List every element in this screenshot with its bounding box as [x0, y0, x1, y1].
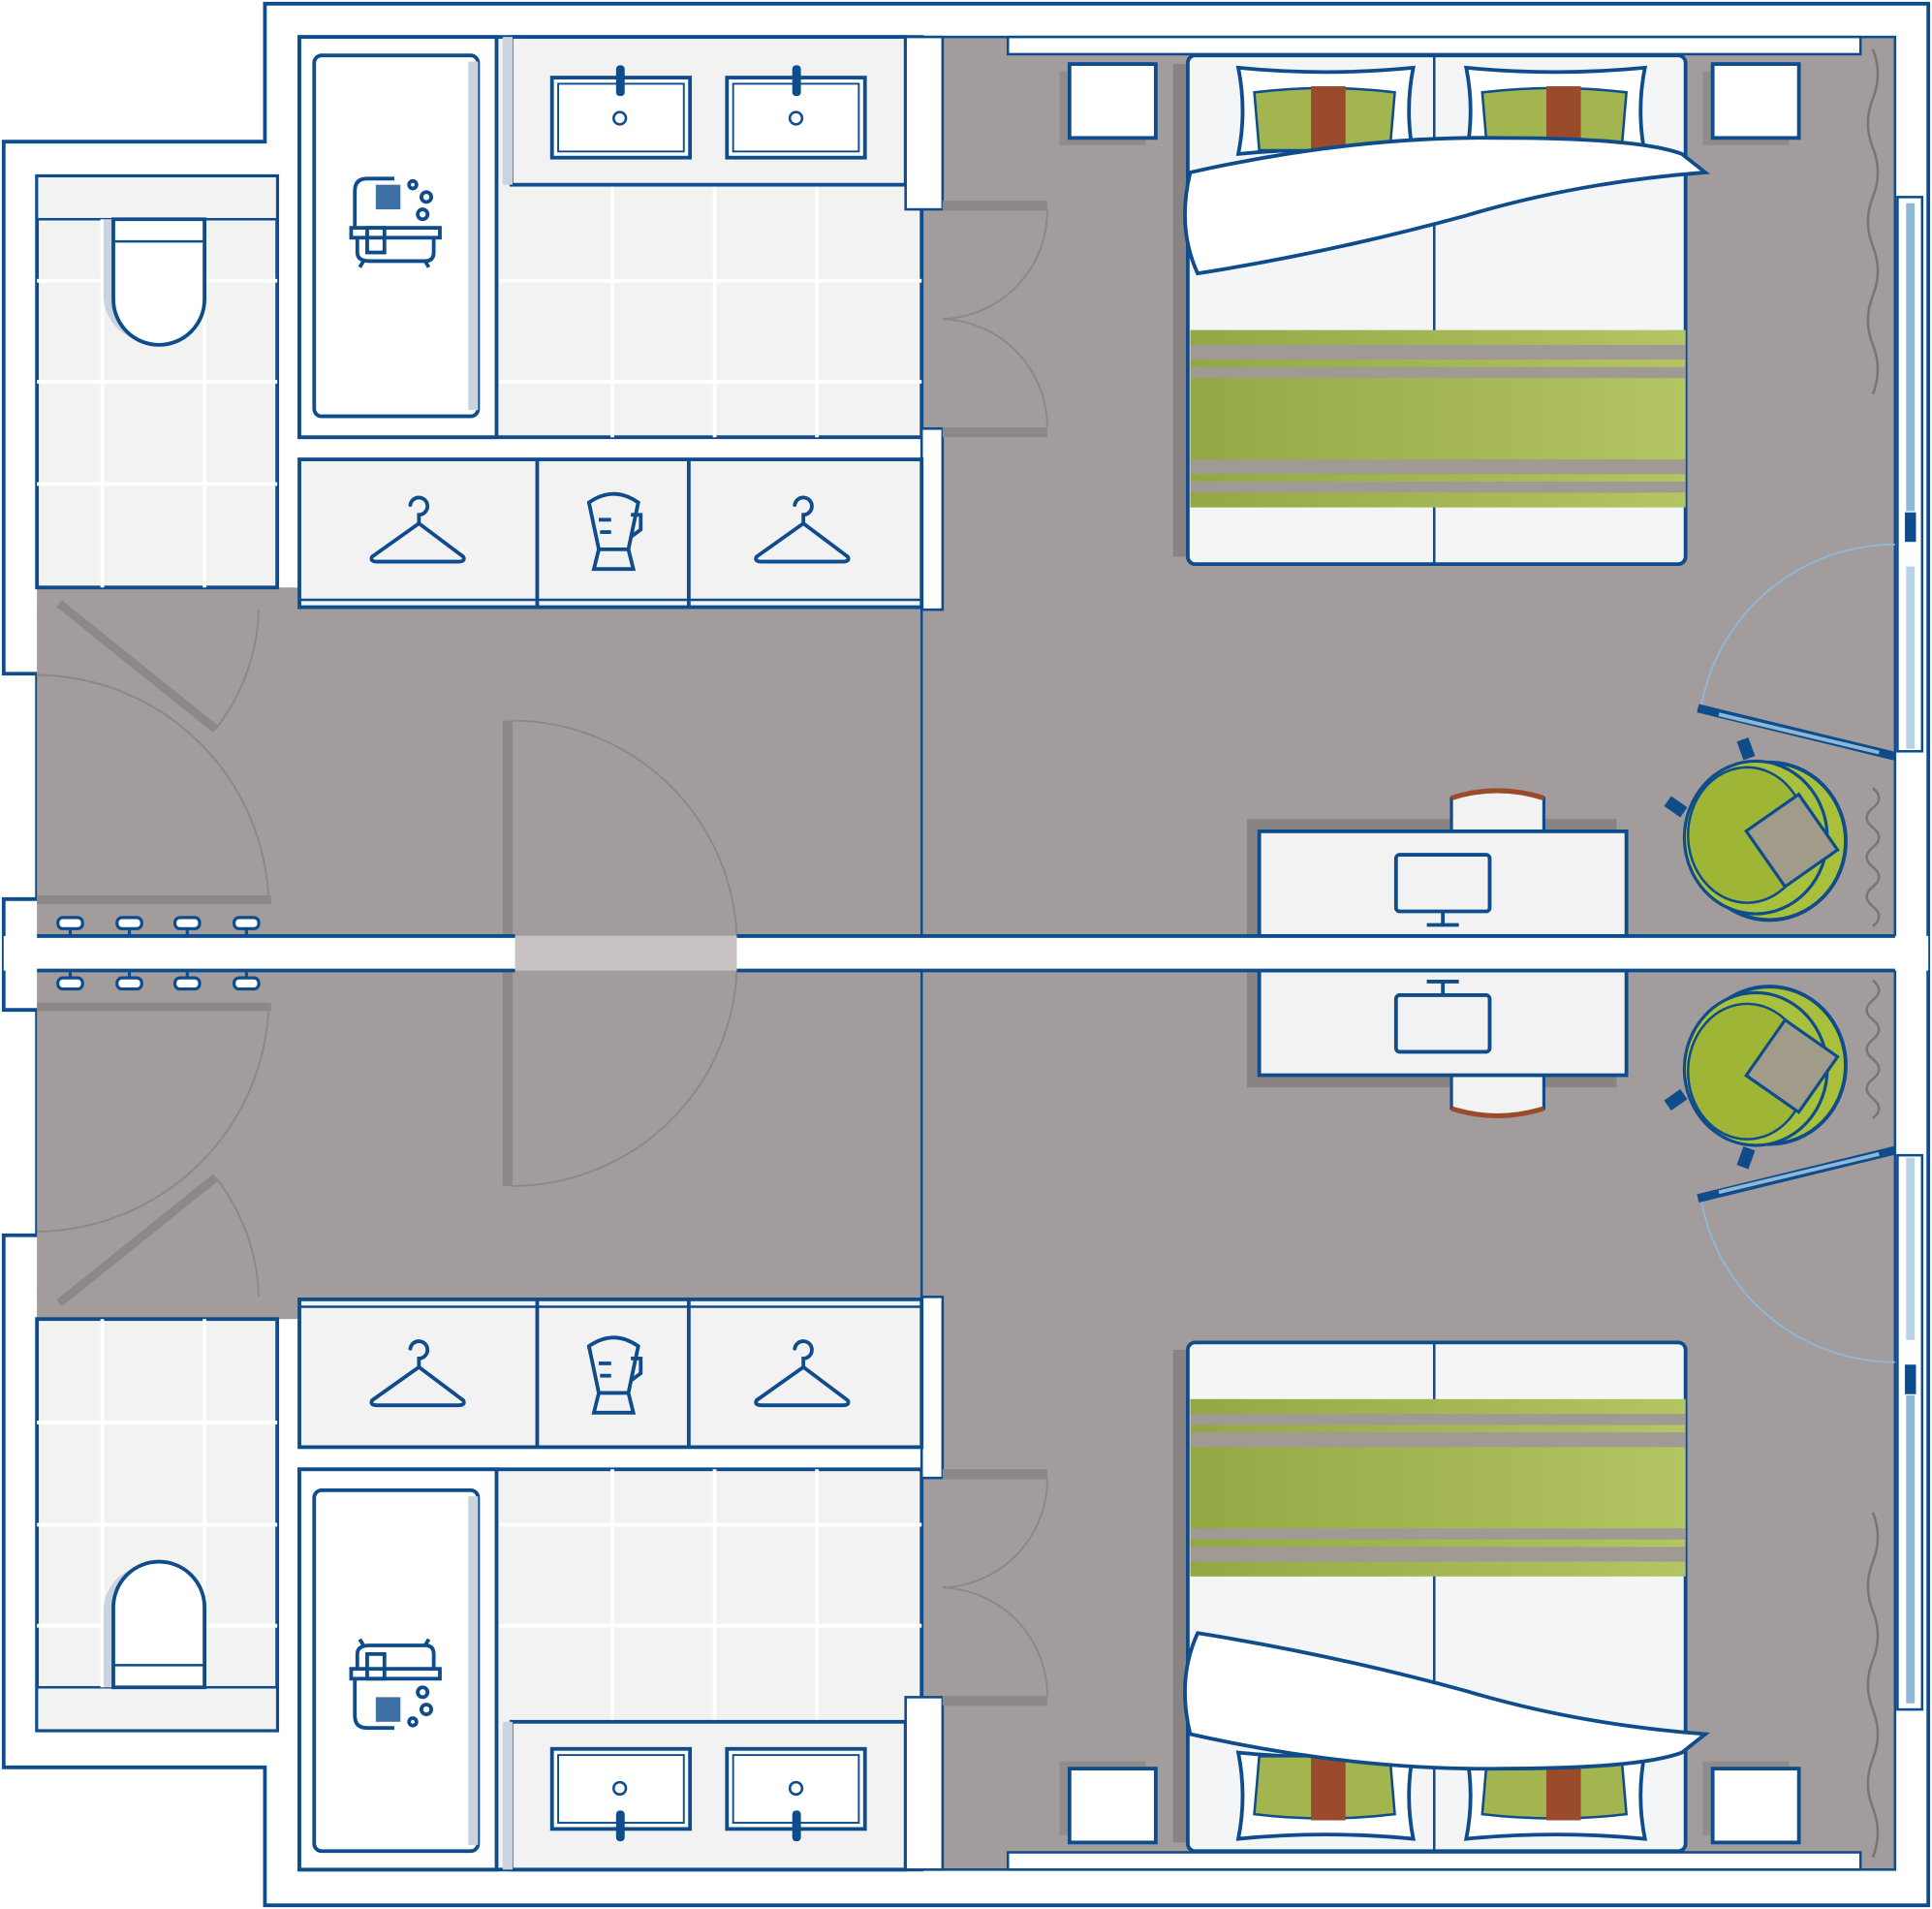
entry-recess	[37, 607, 260, 620]
sink-icon	[549, 65, 693, 160]
wardrobe	[297, 1297, 924, 1450]
bed	[1172, 53, 1711, 567]
sink-icon	[725, 1746, 867, 1842]
entrance-door[interactable]	[37, 600, 271, 904]
entry-recess	[37, 1287, 260, 1299]
hanger-icon	[754, 1339, 851, 1408]
toilet-room	[35, 173, 280, 590]
hanger-icon	[369, 1339, 466, 1408]
pillow	[1235, 65, 1416, 157]
room-upper	[35, 35, 1924, 938]
bathroom	[297, 35, 945, 611]
desk	[1246, 968, 1629, 1119]
window	[1865, 979, 1924, 1859]
bathroom-door[interactable]	[942, 201, 1048, 438]
bathtub-shower-icon	[349, 176, 442, 268]
bathroom-door[interactable]	[942, 1469, 1048, 1706]
bathroom	[297, 1296, 945, 1872]
connecting-doorway[interactable]	[514, 935, 737, 971]
nightstand	[1067, 1767, 1158, 1845]
sink-icon	[549, 1746, 693, 1842]
balcony-door[interactable]	[1697, 543, 1896, 761]
nightstand	[1067, 62, 1158, 141]
monitor-icon	[1393, 980, 1492, 1054]
bed	[1172, 1340, 1711, 1854]
hanger-icon	[369, 495, 466, 564]
duvet-fold	[1183, 1631, 1711, 1771]
party-wall	[3, 934, 1929, 973]
kettle-icon	[586, 491, 643, 572]
nightstand	[1710, 1767, 1801, 1845]
armchair	[1664, 737, 1848, 923]
connecting-door[interactable]	[502, 970, 738, 1187]
pillow	[1235, 1750, 1416, 1841]
headboard-panel	[1006, 1851, 1862, 1871]
balcony-door[interactable]	[1697, 1145, 1896, 1363]
headboard-panel	[1006, 35, 1862, 56]
room-lower	[35, 968, 1924, 1872]
cushion	[1744, 792, 1840, 890]
corridor-floor	[37, 587, 943, 936]
window	[1865, 48, 1924, 927]
sink-icon	[725, 65, 867, 160]
bathtub-shower-icon	[349, 1638, 442, 1731]
pillow	[1463, 65, 1648, 157]
pillow	[1463, 1750, 1648, 1841]
nightstand	[1710, 62, 1801, 141]
corridor-floor	[37, 970, 943, 1320]
toilet-room	[35, 1317, 280, 1733]
kettle-icon	[586, 1335, 643, 1415]
desk	[1246, 788, 1629, 938]
monitor-icon	[1393, 853, 1492, 927]
connecting-door[interactable]	[502, 719, 738, 936]
hanger-icon	[754, 495, 851, 564]
coat-hooks	[56, 916, 261, 936]
cushion	[1744, 1017, 1840, 1114]
duvet-fold	[1183, 136, 1711, 276]
coat-hooks	[56, 970, 261, 991]
entrance-door[interactable]	[37, 1002, 271, 1307]
armchair	[1664, 985, 1848, 1170]
